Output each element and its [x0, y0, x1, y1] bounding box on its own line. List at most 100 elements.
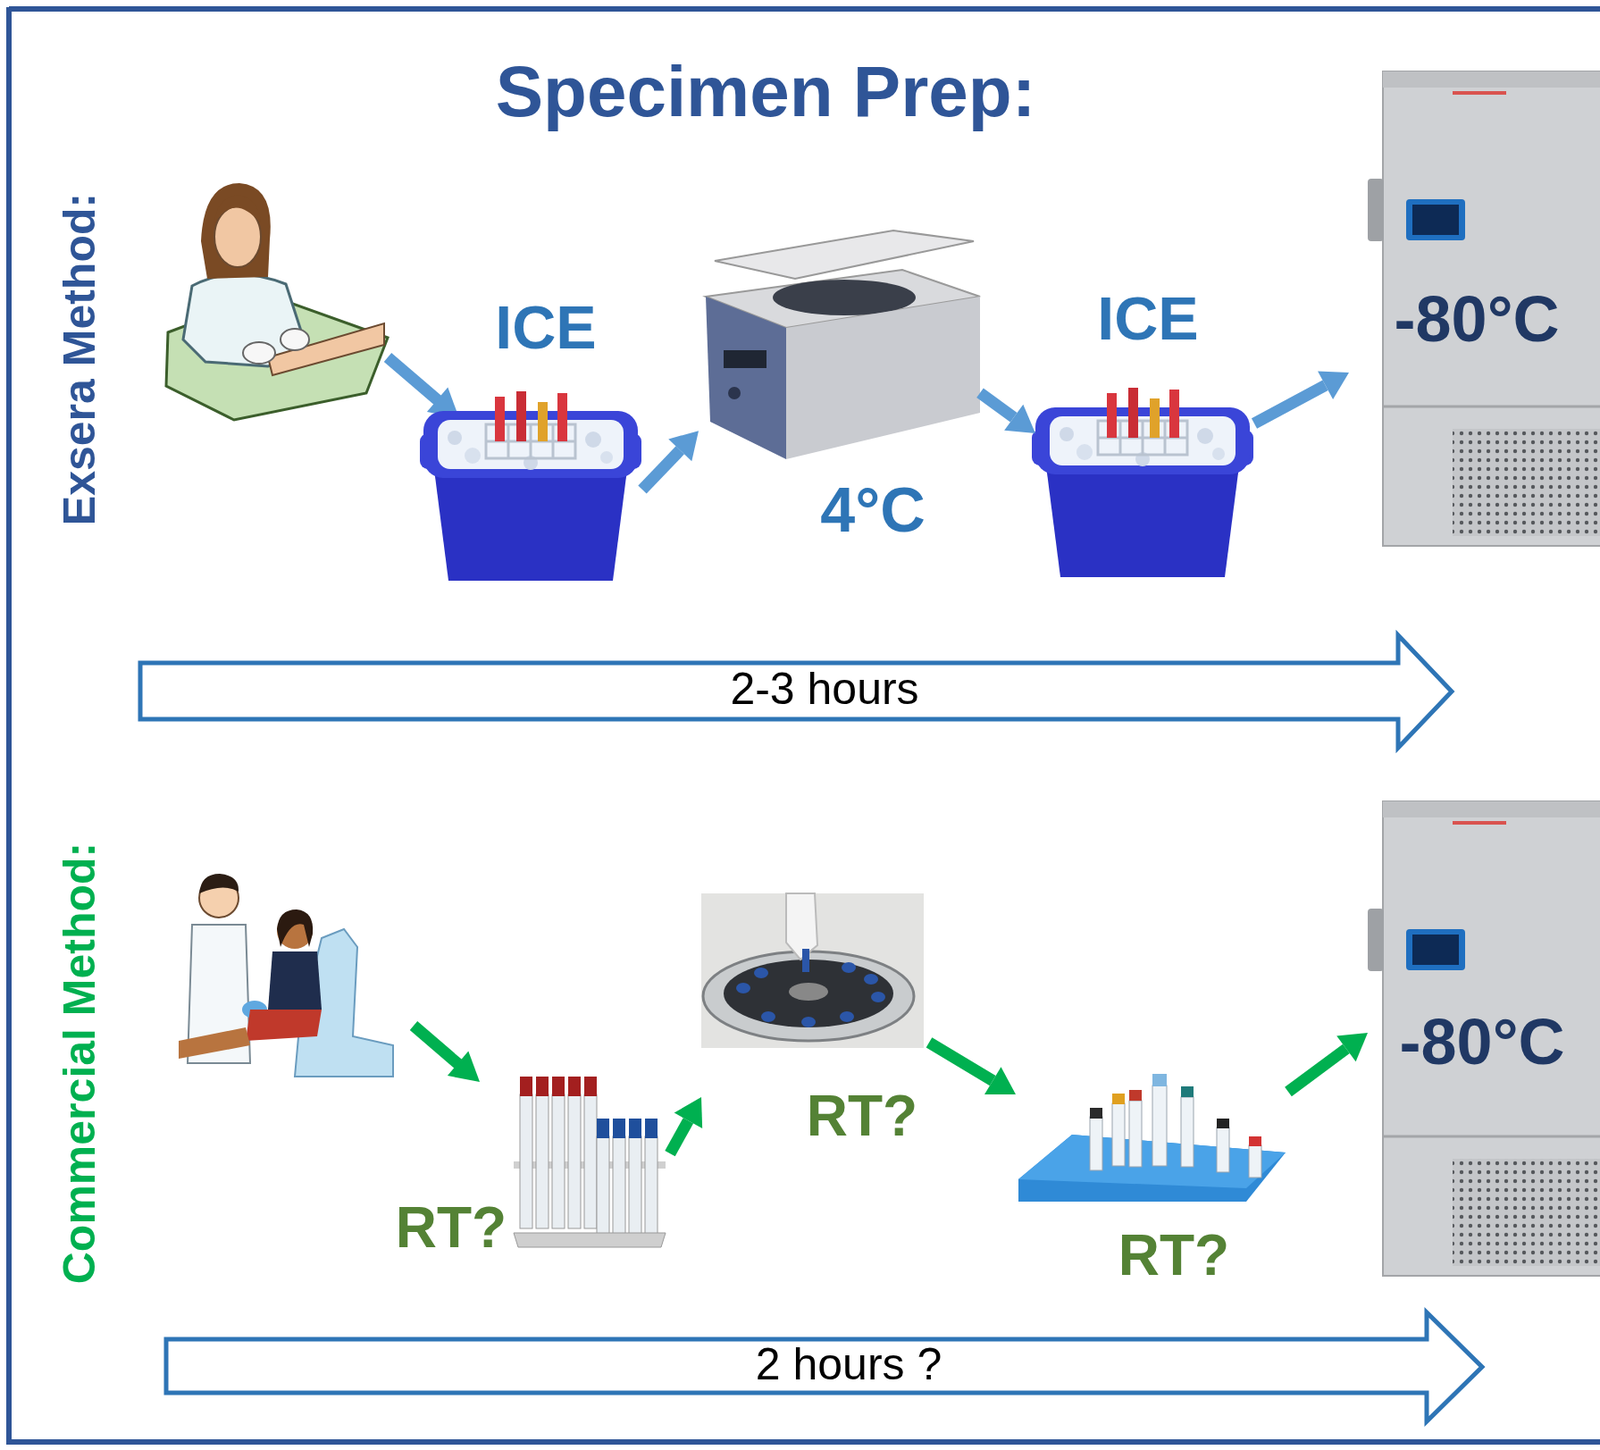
nurse-illustration: [166, 183, 388, 420]
freezer: -80°C: [1348, 71, 1600, 550]
nurse-illustration-part: [242, 342, 276, 364]
phlebotomist-illustration-part: [178, 1027, 251, 1059]
cryovial-rack-picture-part: [1112, 1103, 1125, 1166]
tube-rack-picture-part: [645, 1118, 658, 1139]
flow-arrow: [642, 430, 699, 490]
centrifuge-photo-part: [753, 967, 769, 979]
frame-part: [6, 7, 12, 1445]
freezer-picture: [1367, 71, 1600, 546]
nurse-illustration-part: [280, 328, 310, 351]
freezer-picture-part: [1367, 71, 1600, 546]
arrow-shaft: [929, 1042, 993, 1081]
flow-arrow: [1288, 1032, 1368, 1092]
centrifuge-photo-part: [839, 1011, 855, 1022]
arrow-shaft: [1288, 1048, 1347, 1092]
frame-part: [7, 1439, 1600, 1445]
centrifuge-photo-part: [761, 1011, 776, 1022]
centrifuge-picture-part: [786, 296, 981, 460]
node-text: -80°C: [1399, 1006, 1566, 1078]
node-text: 2 hours ?: [755, 1341, 942, 1387]
tube-rack-picture-part: [612, 1118, 626, 1139]
cryovial-rack-picture-part: [1152, 1073, 1167, 1087]
tube-rack-picture-part: [645, 1136, 658, 1240]
tube-rack-picture-part: [552, 1094, 565, 1229]
tube-rack-picture-part: [596, 1118, 610, 1139]
tube-rack-picture-part: [568, 1076, 581, 1097]
phlebotomist-illustration-part: [268, 951, 322, 1010]
arrow-head: [1004, 404, 1036, 434]
ice-bucket: ICE: [1035, 275, 1255, 570]
nurse-illustration-part: [214, 194, 261, 224]
cryovial-rack-picture-part: [1089, 1116, 1103, 1171]
cryovial-rack-picture-part: [1129, 1089, 1142, 1101]
phlebotomist-illustration-part: [276, 909, 313, 947]
tube-rack-picture-part: [596, 1136, 610, 1240]
frame-part: [8, 6, 1600, 12]
diagram-title: Specimen Prep:: [495, 52, 1037, 132]
nurse-illustration-part: [268, 323, 385, 376]
cryovial-rack-picture: [1018, 1073, 1286, 1202]
tube-rack-picture-part: [612, 1136, 626, 1240]
node-text: RT?: [806, 1084, 918, 1148]
freezer-picture-part: [1367, 801, 1600, 1276]
centrifuge-picture-part: [705, 296, 787, 460]
tube-rack-picture-part: [628, 1136, 642, 1240]
centrifuge-picture-part: [772, 279, 916, 316]
cryovial-rack-picture-part: [1089, 1107, 1103, 1119]
centrifuge-photo: RT?: [701, 888, 930, 1157]
node-text: 2-3 hours: [729, 666, 919, 712]
static-arrow-part: [413, 1025, 459, 1064]
cryovial-rack-picture-part: [1112, 1093, 1125, 1105]
tube-rack-picture-part: [536, 1076, 549, 1097]
timeline-arrow: 2-3 hours: [137, 632, 1455, 751]
arrow-shaft: [1254, 385, 1326, 424]
phlebotomist-illustration-part: [199, 873, 239, 894]
static-arrow: [387, 357, 460, 419]
centrifuge-photo-part: [701, 893, 924, 1048]
centrifuge-photo-part: [863, 973, 879, 985]
tube-rack-picture-part: [536, 1094, 549, 1229]
node-text: ICE: [1097, 284, 1198, 352]
tube-rack-picture-part: [568, 1094, 581, 1229]
ice-bucket-picture: [1031, 387, 1254, 578]
static-arrow: [413, 1025, 480, 1082]
centrifuge-picture: [705, 230, 981, 460]
ice-bucket-picture-part: [1031, 387, 1254, 578]
centrifuge-picture-part: [714, 230, 974, 279]
cryovial-rack-picture-part: [1216, 1127, 1230, 1173]
block-arrow-outline: [140, 635, 1452, 748]
centrifuge-photo-part: [871, 991, 886, 1003]
node-text: ICE: [494, 293, 596, 361]
ice-bucket-picture: [419, 391, 642, 581]
cryovial-rack-picture-part: [1181, 1086, 1194, 1098]
flow-arrow: [670, 1097, 703, 1154]
nurse-illustration-part: [201, 183, 271, 279]
centrifuge-photo-part: [802, 948, 810, 972]
ice-bucket-picture-part: [419, 391, 642, 581]
freezer: -80°C: [1367, 801, 1600, 1266]
cryovial-rack-picture-part: [1248, 1145, 1262, 1178]
node-text: -80°C: [1394, 284, 1560, 355]
tube-rack-picture-part: [584, 1076, 597, 1097]
flow-arrow: [929, 1042, 1016, 1095]
node-text: 4°C: [820, 476, 925, 545]
block-arrow-outline: [166, 1312, 1483, 1422]
static-arrow-part: [387, 357, 438, 401]
centrifuge-photo-part: [801, 1016, 816, 1028]
phlebotomist-illustration-part: [245, 1009, 322, 1041]
ice-bucket: ICE: [423, 284, 643, 575]
tube-rack-picture-part: [628, 1118, 642, 1139]
tube-rack-picture: [513, 1076, 666, 1248]
phlebotomist-illustration: [178, 873, 394, 1077]
cryovial-rack-picture-part: [1152, 1085, 1167, 1166]
arrow-head: [1317, 370, 1349, 400]
centrifuge-photo-part: [788, 982, 829, 1001]
arrow-head: [1336, 1032, 1368, 1062]
arrow-shaft: [670, 1120, 688, 1154]
centrifuge-photo-part: [736, 982, 751, 994]
static-arrow-part: [447, 1051, 480, 1082]
